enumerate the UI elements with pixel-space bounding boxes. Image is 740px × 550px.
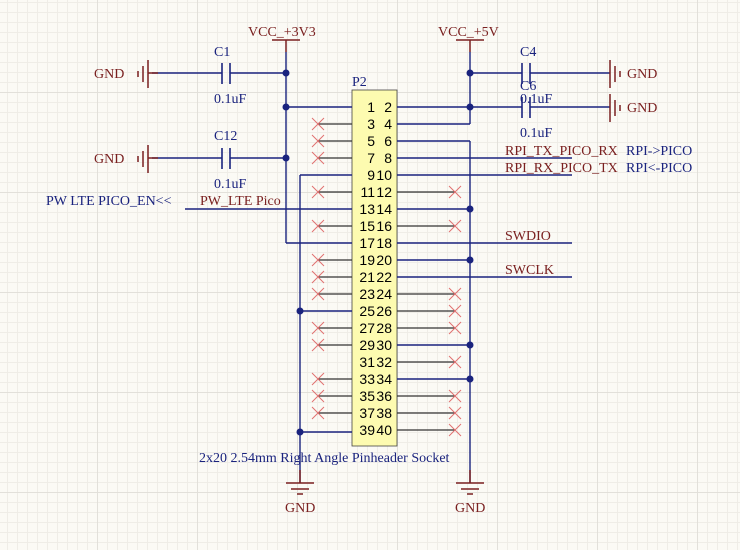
vcc-5v-label: VCC_+5V	[438, 25, 499, 40]
pin-number: 24	[376, 286, 392, 302]
no-connect-icon	[311, 270, 325, 284]
port-pw-lte-en[interactable]: PW LTE PICO_EN<<	[46, 194, 172, 209]
pin-number: 14	[376, 201, 392, 217]
no-connect-icon	[311, 185, 325, 199]
net-rpi-rx: RPI_RX_PICO_TX	[505, 161, 618, 176]
pin-number: 32	[376, 354, 392, 370]
no-connect-icon	[311, 219, 325, 233]
pin-number: 34	[376, 371, 392, 387]
no-connect-icon	[311, 151, 325, 165]
c1-value: 0.1uF	[214, 92, 247, 107]
no-connect-icon	[448, 219, 462, 233]
pin-number: 30	[376, 337, 392, 353]
no-connect-icon	[311, 372, 325, 386]
gnd-label: GND	[94, 152, 124, 167]
junction-dots	[282, 69, 474, 436]
pin-number: 10	[376, 167, 392, 183]
no-connect-icon	[448, 287, 462, 301]
pin-number: 6	[384, 133, 392, 149]
no-connect-icon	[448, 389, 462, 403]
no-connect-icon	[448, 321, 462, 335]
pin-number: 33	[359, 371, 375, 387]
pin-number: 27	[359, 320, 375, 336]
pin-number: 22	[376, 269, 392, 285]
pin-number: 12	[376, 184, 392, 200]
no-connect-icon	[448, 304, 462, 318]
pin-number: 37	[359, 405, 375, 421]
pin-number: 13	[359, 201, 375, 217]
pin-number: 15	[359, 218, 375, 234]
pin-number: 5	[367, 133, 375, 149]
pin-number: 8	[384, 150, 392, 166]
net-rpi-tx: RPI_TX_PICO_RX	[505, 144, 618, 159]
pin-number: 36	[376, 388, 392, 404]
connector-body[interactable]	[351, 89, 398, 447]
wires	[152, 52, 610, 483]
pin-number: 31	[359, 354, 375, 370]
port-pico-to-rpi[interactable]: RPI<-PICO	[626, 161, 692, 176]
c4-ref: C4	[520, 45, 536, 60]
gnd-label: GND	[627, 67, 657, 82]
pin-number: 17	[359, 235, 375, 251]
no-connect-icon	[311, 389, 325, 403]
pin-number: 35	[359, 388, 375, 404]
no-connect-icon	[448, 185, 462, 199]
connector-designator: P2	[352, 75, 367, 90]
pin-number: 23	[359, 286, 375, 302]
c6-ref: C6	[520, 79, 536, 94]
pin-number: 39	[359, 422, 375, 438]
no-connect-icon	[311, 338, 325, 352]
pin-number: 26	[376, 303, 392, 319]
net-swdio: SWDIO	[505, 229, 551, 244]
pin-number: 40	[376, 422, 392, 438]
pin-number: 20	[376, 252, 392, 268]
no-connect-icon	[311, 253, 325, 267]
c6-value: 0.1uF	[520, 126, 553, 141]
no-connect-icon	[448, 423, 462, 437]
pin-number: 38	[376, 405, 392, 421]
no-connect-icon	[311, 287, 325, 301]
pin-number: 11	[360, 184, 375, 200]
pin-number: 16	[376, 218, 392, 234]
no-connect-icon	[311, 117, 325, 131]
c12-ref: C12	[214, 129, 237, 144]
capacitor-symbols	[221, 63, 531, 169]
pin-number: 7	[367, 150, 375, 166]
no-connect-icon	[311, 321, 325, 335]
pin-number: 4	[384, 116, 392, 132]
no-connect-icon	[311, 406, 325, 420]
c12-value: 0.1uF	[214, 177, 247, 192]
pin-group: 1357911131517192123252729313335373924681…	[311, 99, 462, 438]
port-rpi-to-pico[interactable]: RPI->PICO	[626, 144, 692, 159]
pin-number: 19	[359, 252, 375, 268]
pin-number: 29	[359, 337, 375, 353]
net-swclk: SWCLK	[505, 263, 554, 278]
connector-description: 2x20 2.54mm Right Angle Pinheader Socket	[199, 451, 450, 466]
pin-number: 28	[376, 320, 392, 336]
gnd-label: GND	[285, 501, 315, 516]
vcc-3v3-label: VCC_+3V3	[248, 25, 316, 40]
no-connect-icon	[448, 406, 462, 420]
pin-number: 21	[359, 269, 375, 285]
pin-number: 25	[359, 303, 375, 319]
pin-number: 9	[367, 167, 375, 183]
gnd-label: GND	[627, 101, 657, 116]
gnd-label: GND	[455, 501, 485, 516]
pin-number: 1	[367, 99, 375, 115]
power-symbols	[137, 39, 621, 495]
c4-value: 0.1uF	[520, 92, 553, 107]
pin-number: 3	[367, 116, 375, 132]
net-pw-lte: PW_LTE Pico	[200, 194, 281, 209]
no-connect-icon	[311, 134, 325, 148]
c1-ref: C1	[214, 45, 230, 60]
no-connect-icon	[448, 355, 462, 369]
pin-number: 18	[376, 235, 392, 251]
pin-number: 2	[384, 99, 392, 115]
gnd-label: GND	[94, 67, 124, 82]
